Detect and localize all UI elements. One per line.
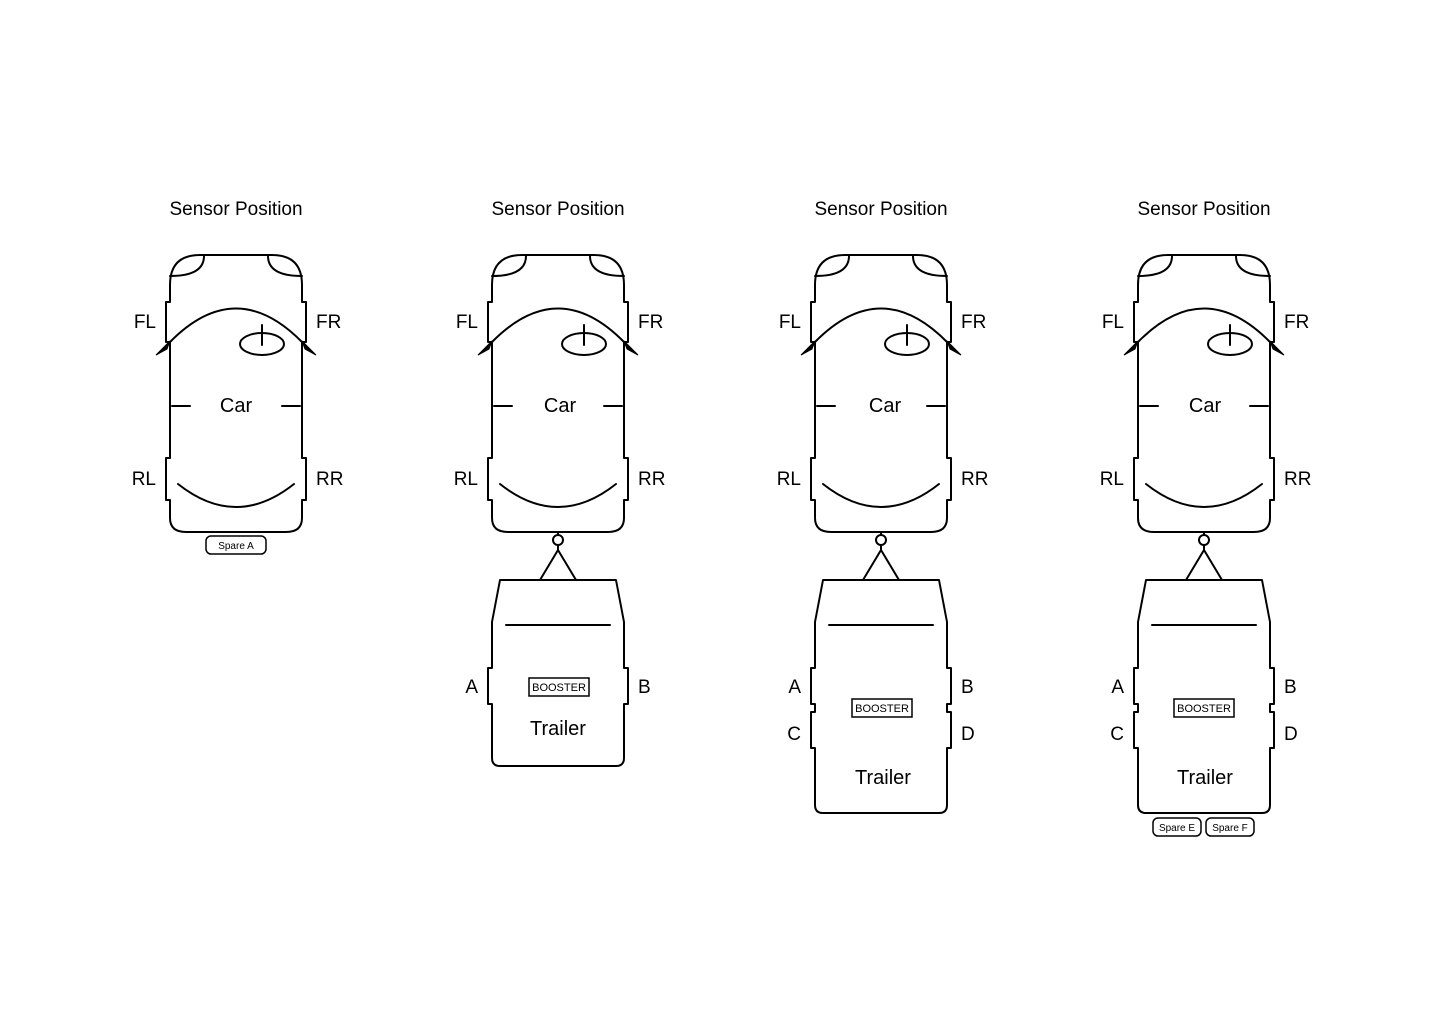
wheel-label-rl: RL xyxy=(1100,469,1124,490)
car-body: Car xyxy=(477,254,639,533)
wheel-label-rr: RR xyxy=(1284,469,1311,490)
diagram-car-trailer-double-axle: Sensor Position Car FL FR RL RR xyxy=(777,199,988,814)
booster-box: BOOSTER xyxy=(1173,698,1235,718)
wheel-label-fl: FL xyxy=(456,312,478,333)
svg-text:BOOSTER: BOOSTER xyxy=(532,682,586,694)
diagram-title: Sensor Position xyxy=(1137,199,1270,220)
car-body: Car xyxy=(1123,254,1285,533)
wheel-label-rr: RR xyxy=(961,469,988,490)
svg-text:Spare F: Spare F xyxy=(1212,823,1248,834)
diagram-car-trailer-double-axle-spares: Sensor Position Car FL FR RL RR xyxy=(1100,199,1311,837)
svg-text:BOOSTER: BOOSTER xyxy=(1177,703,1231,715)
wheel-label-rl: RL xyxy=(454,469,478,490)
svg-text:BOOSTER: BOOSTER xyxy=(855,703,909,715)
car-label: Car xyxy=(1189,395,1222,417)
trailer-body: Trailer xyxy=(810,579,952,814)
wheel-label-fr: FR xyxy=(638,312,663,333)
wheel-label-rl: RL xyxy=(132,469,156,490)
trailer-wheel-label-a: A xyxy=(788,677,801,698)
trailer-wheel-label-c: C xyxy=(1110,724,1124,745)
svg-text:Spare A: Spare A xyxy=(218,541,254,552)
spare-badge: Spare E xyxy=(1152,817,1202,837)
trailer-wheel-label-a: A xyxy=(1111,677,1124,698)
wheel-label-fr: FR xyxy=(1284,312,1309,333)
trailer-body: Trailer xyxy=(487,579,629,767)
wheel-label-rl: RL xyxy=(777,469,801,490)
trailer-wheel-label-b: B xyxy=(638,677,651,698)
trailer-label: Trailer xyxy=(1177,767,1233,789)
wheel-label-rr: RR xyxy=(638,469,665,490)
diagram-car-only: Sensor Position Car FL FR RL RR Spare A xyxy=(132,199,343,555)
diagram-title: Sensor Position xyxy=(491,199,624,220)
wheel-label-fl: FL xyxy=(779,312,801,333)
trailer-wheel-label-d: D xyxy=(961,724,975,745)
diagram-title: Sensor Position xyxy=(169,199,302,220)
wheel-label-fr: FR xyxy=(316,312,341,333)
wheel-label-rr: RR xyxy=(316,469,343,490)
spare-badge: Spare F xyxy=(1205,817,1255,837)
trailer-wheel-label-b: B xyxy=(1284,677,1297,698)
diagram-car-trailer-single-axle: Sensor Position Car FL FR RL RR xyxy=(454,199,665,767)
trailer-body: Trailer xyxy=(1133,579,1275,814)
svg-text:Spare E: Spare E xyxy=(1159,823,1195,834)
trailer-label: Trailer xyxy=(530,718,586,740)
wheel-label-fl: FL xyxy=(134,312,156,333)
diagram-title: Sensor Position xyxy=(814,199,947,220)
car-body: Car xyxy=(800,254,962,533)
trailer-wheel-label-c: C xyxy=(787,724,801,745)
tow-hitch xyxy=(539,531,577,581)
tow-hitch xyxy=(862,531,900,581)
trailer-wheel-label-d: D xyxy=(1284,724,1298,745)
car-body: Car xyxy=(155,254,317,533)
car-label: Car xyxy=(220,395,253,417)
wheel-label-fl: FL xyxy=(1102,312,1124,333)
tow-hitch xyxy=(1185,531,1223,581)
car-label: Car xyxy=(869,395,902,417)
spare-badge: Spare A xyxy=(205,535,267,555)
wheel-label-fr: FR xyxy=(961,312,986,333)
booster-box: BOOSTER xyxy=(528,677,590,697)
booster-box: BOOSTER xyxy=(851,698,913,718)
trailer-wheel-label-a: A xyxy=(465,677,478,698)
car-label: Car xyxy=(544,395,577,417)
trailer-label: Trailer xyxy=(855,767,911,789)
trailer-wheel-label-b: B xyxy=(961,677,974,698)
